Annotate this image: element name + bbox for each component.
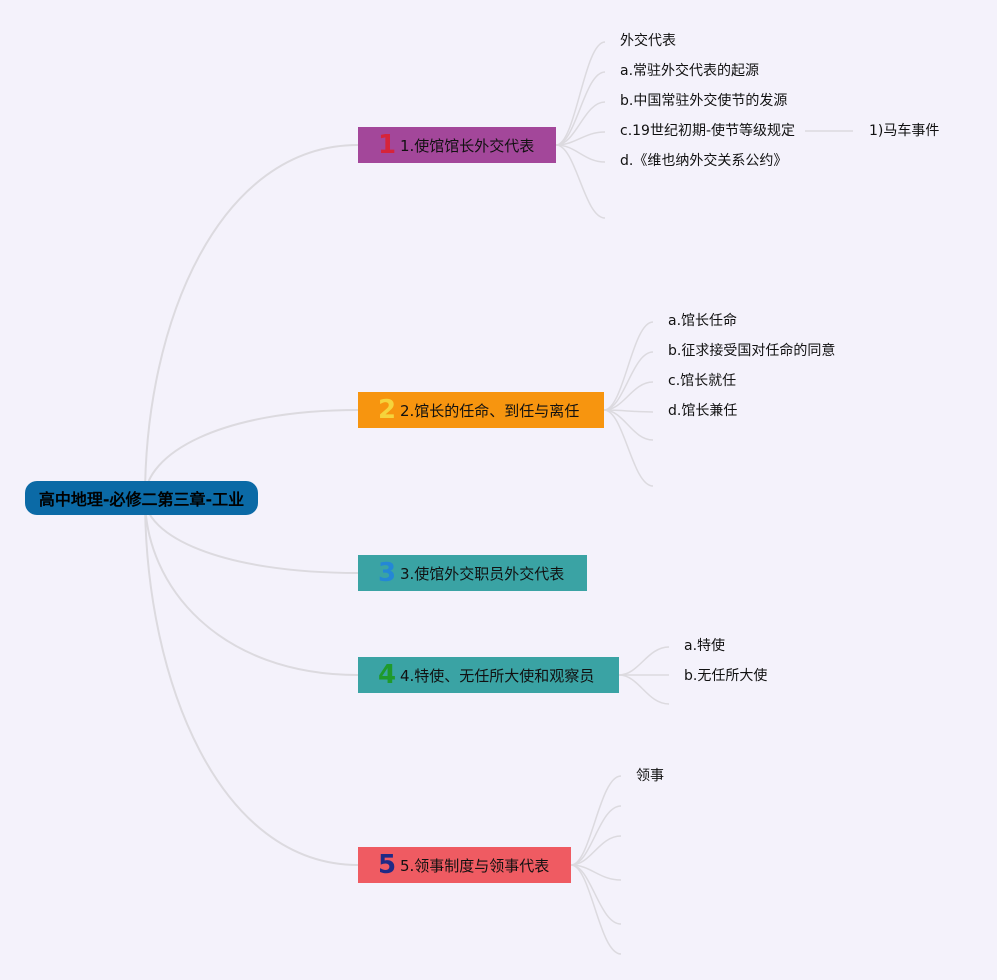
leaf-topic[interactable]: b.中国常驻外交使节的发源	[620, 93, 788, 109]
number-marker-4: 4	[377, 660, 397, 690]
branch-topic-4[interactable]: 4 4.特使、无任所大使和观察员	[358, 657, 619, 693]
leaf-topic[interactable]: c.馆长就任	[668, 373, 737, 389]
branch-2-child-link	[603, 409, 654, 487]
branch-2-child-link	[603, 409, 654, 441]
branch-5-child-link	[570, 835, 622, 866]
root-link-1	[144, 144, 359, 499]
number-marker-1: 1	[377, 130, 397, 160]
number-marker-2: 2	[377, 395, 397, 425]
root-topic-label: 高中地理-必修二第三章-工业	[38, 490, 245, 509]
leaf-topic[interactable]: d.馆长兼任	[668, 403, 738, 419]
branch-topic-1[interactable]: 1 1.使馆馆长外交代表	[358, 127, 556, 163]
branch-label-5: 5.领事制度与领事代表	[400, 856, 550, 875]
branch-5-child-link	[570, 805, 622, 866]
subleaf-topic[interactable]: 1)马车事件	[869, 123, 940, 139]
leaf-topic[interactable]: 领事	[636, 768, 664, 784]
branch-2-child-link	[603, 381, 654, 411]
branch-2-child-link	[603, 351, 654, 411]
branch-5-child-link	[570, 775, 622, 866]
leaf-topic[interactable]: b.征求接受国对任命的同意	[668, 343, 836, 359]
branch-topic-2[interactable]: 2 2.馆长的任命、到任与离任	[358, 392, 604, 428]
branch-4-child-link	[618, 674, 670, 705]
branch-label-3: 3.使馆外交职员外交代表	[400, 564, 565, 583]
leaf-topic[interactable]: d.《维也纳外交关系公约》	[620, 153, 788, 169]
root-link-5	[144, 497, 359, 866]
branch-label-1: 1.使馆馆长外交代表	[400, 136, 535, 155]
branch-1-child-link	[555, 144, 606, 163]
root-topic[interactable]: 高中地理-必修二第三章-工业	[25, 481, 258, 515]
leaf-topic[interactable]: b.无任所大使	[684, 668, 768, 684]
branch-4-child-link	[618, 646, 670, 676]
branch-topic-3[interactable]: 3 3.使馆外交职员外交代表	[358, 555, 587, 591]
branch-label-4: 4.特使、无任所大使和观察员	[400, 666, 595, 685]
root-link-4	[144, 497, 359, 676]
number-marker-5: 5	[377, 850, 397, 880]
branch-1-child-link	[555, 41, 606, 146]
leaf-topic[interactable]: c.19世纪初期-使节等级规定	[620, 123, 796, 139]
branch-topic-5[interactable]: 5 5.领事制度与领事代表	[358, 847, 571, 883]
leaf-topic[interactable]: a.馆长任命	[668, 313, 738, 329]
branch-5-child-link	[570, 864, 622, 955]
branch-1-child-link	[555, 71, 606, 146]
number-marker-3: 3	[377, 558, 397, 588]
leaf-topic[interactable]: a.特使	[684, 638, 726, 654]
branch-label-2: 2.馆长的任命、到任与离任	[400, 401, 580, 420]
branch-1-child-link	[555, 144, 606, 219]
leaf-topic[interactable]: 外交代表	[620, 33, 676, 49]
leaf-topic[interactable]: a.常驻外交代表的起源	[620, 63, 760, 79]
branch-2-child-link	[603, 321, 654, 411]
branch-5-child-link	[570, 864, 622, 925]
